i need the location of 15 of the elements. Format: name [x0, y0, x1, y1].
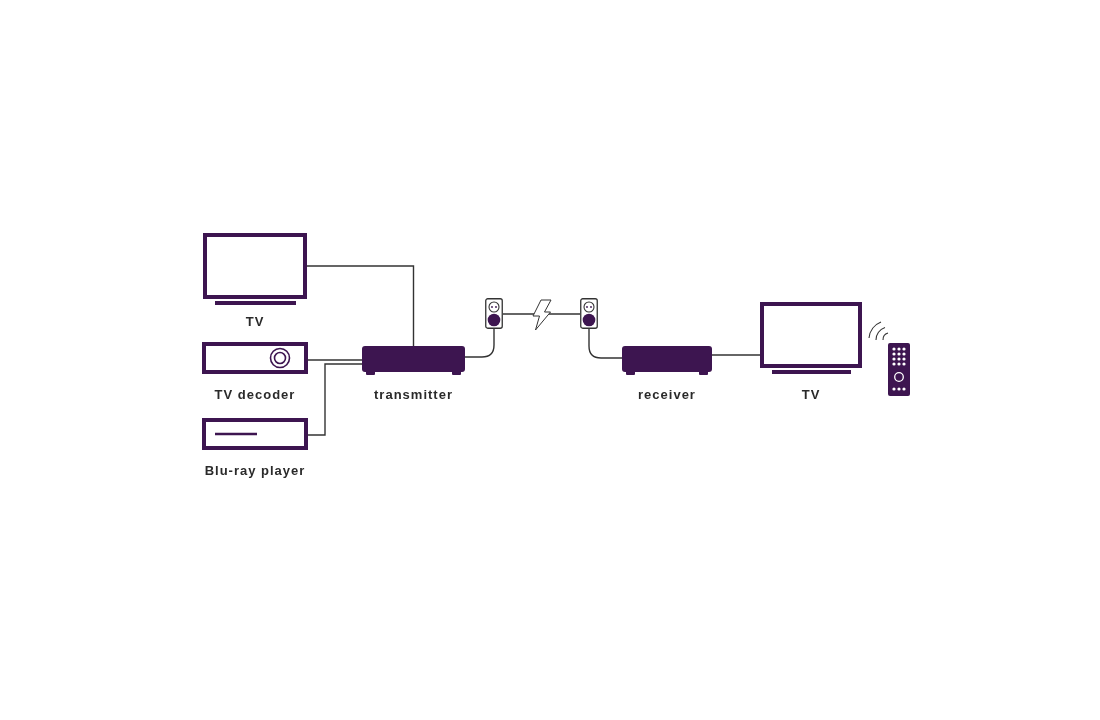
device-label: Blu-ray player	[204, 463, 306, 479]
cable	[306, 265, 415, 347]
device-label: TV	[801, 387, 821, 403]
cable	[464, 328, 495, 358]
power-socket-icon	[580, 298, 598, 329]
power-socket-icon	[485, 298, 503, 329]
device-label: receiver	[638, 387, 696, 403]
device-label: transmitter	[374, 387, 453, 403]
powerline-link	[502, 299, 581, 331]
device-label: TV decoder	[214, 387, 296, 403]
cable	[307, 359, 363, 361]
cable	[307, 363, 363, 436]
cable	[711, 354, 761, 356]
cable	[588, 328, 623, 359]
device-label: TV	[245, 314, 265, 330]
